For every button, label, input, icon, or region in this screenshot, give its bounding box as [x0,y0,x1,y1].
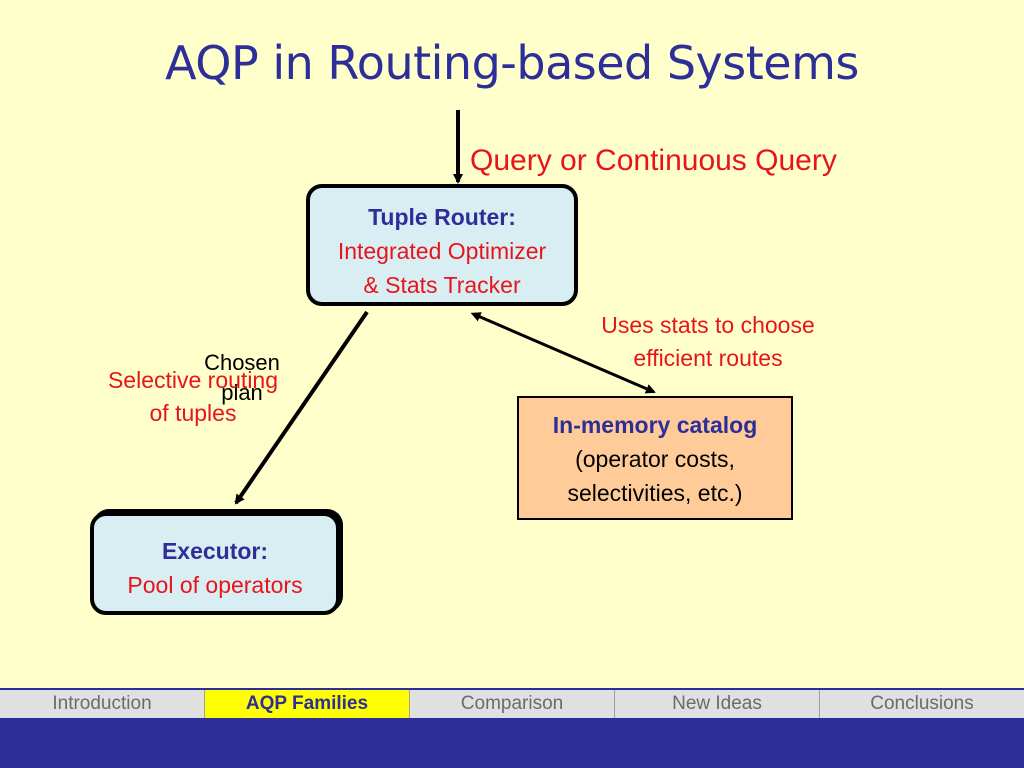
chosen-plan-line-2: plan [221,380,263,405]
executor-line-1: Pool of operators [127,572,303,598]
chosen-plan-line-1: Chosen [204,350,280,375]
router-heading: Tuple Router: [368,204,516,230]
router-line-1: Integrated Optimizer [337,238,547,264]
stats-label-line-2: efficient routes [633,345,783,371]
router-line-2: & Stats Tracker [363,272,521,298]
routing-arrow [234,310,369,505]
footer-band [0,718,1024,768]
executor-heading: Executor: [161,538,269,564]
tab-new-ideas[interactable]: New Ideas [615,690,820,718]
tab-aqp-families[interactable]: AQP Families [205,690,410,718]
section-nav-bar: Introduction AQP Families Comparison New… [0,688,1024,718]
slide-title: AQP in Routing-based Systems [165,36,859,90]
tab-conclusions[interactable]: Conclusions [870,693,974,714]
catalog-heading: In-memory catalog [552,412,758,438]
catalog-line-2: selectivities, etc.) [567,480,743,506]
query-label: Query or Continuous Query [470,144,837,177]
stats-label: Uses stats to choose efficient routes [560,309,856,375]
stats-label-line-1: Uses stats to choose [601,312,815,338]
tuple-router-box: Tuple Router: Integrated Optimizer & Sta… [306,184,578,306]
catalog-box: In-memory catalog (operator costs, selec… [517,396,793,520]
tab-comparison[interactable]: Comparison [410,690,615,718]
catalog-line-1: (operator costs, [575,446,735,472]
selective-routing-line-2: of tuples [149,400,237,426]
executor-box: Executor: Pool of operators [90,512,340,615]
catalog-link-arrow [470,312,656,394]
chosen-plan-label: Chosen plan [186,348,298,408]
selective-routing-line-1: Selective routing [107,367,279,393]
selective-routing-label: Selective routing of tuples [76,364,310,430]
tab-introduction[interactable]: Introduction [0,690,205,718]
